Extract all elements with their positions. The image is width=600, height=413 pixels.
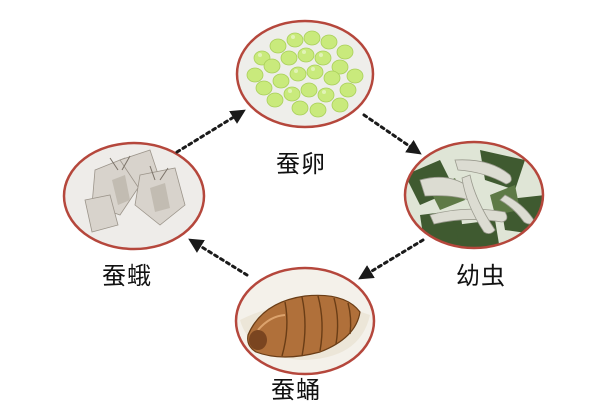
- larva-stage: [400, 140, 550, 250]
- moth-label: 蚕蛾: [102, 262, 152, 290]
- pupa-stage: [230, 265, 380, 375]
- arrow-egg-to-larva: [364, 115, 418, 152]
- moth-stage: [60, 140, 210, 250]
- egg-label: 蚕卵: [276, 150, 326, 178]
- pupa-label: 蚕蛹: [271, 376, 321, 404]
- larva-image: [400, 140, 550, 250]
- pupa-image: [230, 265, 380, 375]
- larva-label: 幼虫: [456, 262, 506, 290]
- arrow-pupa-to-moth: [192, 241, 247, 275]
- egg-image: [230, 20, 380, 130]
- egg-stage: [230, 20, 380, 130]
- arrow-moth-to-egg: [177, 112, 242, 152]
- arrow-larva-to-pupa: [362, 240, 423, 277]
